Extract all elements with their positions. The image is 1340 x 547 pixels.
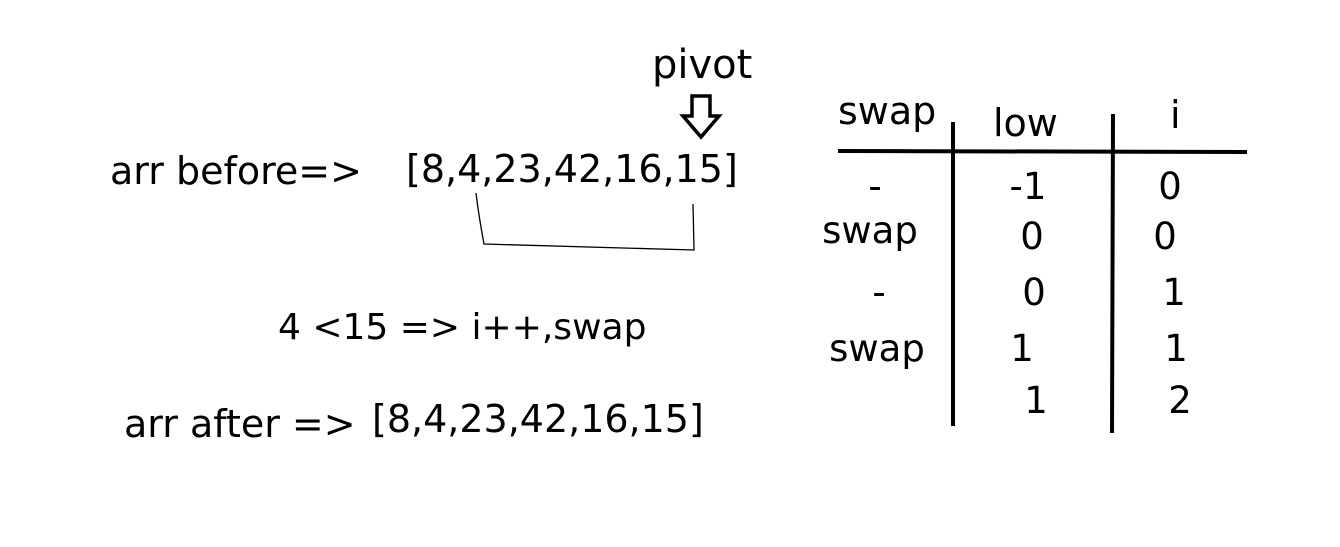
swap-bracket-line [475,192,695,251]
pivot-arrow-icon [679,94,723,140]
table-column-divider-2 [1110,113,1115,434]
table-cell-swap: swap [822,209,918,252]
pivot-label: pivot [652,42,753,88]
table-header-i: i [1170,93,1181,137]
arr-before-value: [8,4,23,42,16,15] [406,147,738,191]
table-cell-i: 0 [1153,215,1177,258]
table-cell-swap: - [868,165,882,208]
table-cell-i: 1 [1164,327,1188,370]
arr-after-value: [8,4,23,42,16,15] [372,397,704,441]
table-cell-swap: - [872,271,886,314]
arr-before-label: arr before=> [110,149,362,193]
table-cell-low: 1 [1010,327,1034,370]
table-cell-i: 2 [1168,379,1192,422]
table-header-rule [837,149,1248,154]
table-cell-i: 0 [1158,165,1182,208]
table-header-swap: swap [838,89,937,133]
table-cell-low: 0 [1022,271,1046,314]
table-cell-swap: swap [829,327,925,370]
table-cell-i: 1 [1162,271,1186,314]
arr-after-label: arr after => [124,402,356,446]
table-cell-low: -1 [1009,165,1047,208]
table-cell-low: 0 [1020,215,1044,258]
table-header-low: low [993,101,1058,145]
table-cell-low: 1 [1024,379,1048,422]
comparison-note: 4 <15 => i++,swap [278,307,647,348]
